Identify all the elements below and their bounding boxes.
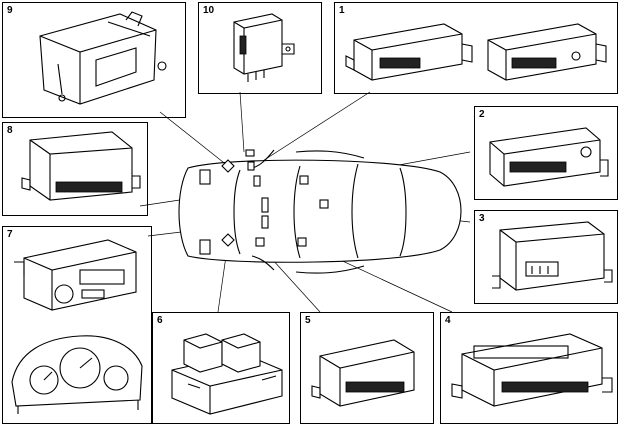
panel-number: 1	[339, 5, 345, 16]
panel-number: 6	[157, 315, 163, 326]
panel-number: 4	[445, 315, 451, 326]
panel-number: 3	[479, 213, 485, 224]
panel-number: 7	[7, 229, 13, 240]
mirror-left-front	[199, 169, 211, 185]
control-unit-icon	[489, 127, 609, 187]
relay-box-icon	[171, 333, 283, 415]
control-unit-icon	[311, 339, 415, 407]
panel-number: 8	[7, 125, 13, 136]
control-unit-icon	[233, 13, 295, 82]
control-unit-icon	[14, 239, 137, 311]
control-unit-icon	[21, 131, 141, 201]
panel-number: 10	[203, 5, 215, 16]
panel-number: 5	[305, 315, 311, 326]
car-top-view-icon	[178, 149, 462, 274]
instrument-cluster-icon	[11, 335, 143, 414]
control-unit-icon	[345, 23, 607, 81]
mirror-left-rear	[199, 239, 211, 255]
panel-number: 2	[479, 109, 485, 120]
control-unit-icon	[492, 221, 613, 291]
relay-box-icon	[39, 11, 167, 105]
control-unit-icon	[451, 333, 613, 407]
panel-number: 9	[7, 5, 13, 16]
